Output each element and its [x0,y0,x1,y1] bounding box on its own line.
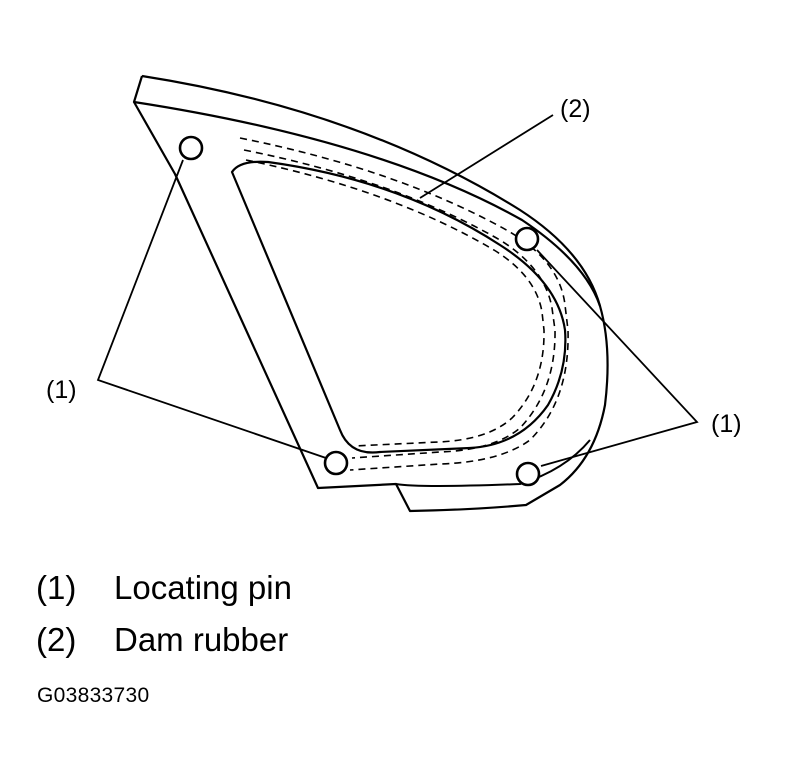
dam-rubber-inner-dash [243,149,556,459]
callout-locating-pin-right: (1) [711,410,742,438]
legend-key: (1) [36,569,77,606]
leader-line-pin-left [96,159,327,459]
legend-label: Dam rubber [114,621,289,658]
locating-pin-top-left [178,135,204,161]
leader-line-pin-right [536,249,699,467]
callout-locating-pin-left: (1) [46,376,77,404]
panel-opening [230,160,567,454]
legend-item-locating-pin: (1) Locating pin [36,562,292,614]
panel-lower-step [395,439,591,487]
dam-rubber-middle-dash [245,159,545,447]
legend-key: (2) [36,621,77,658]
locating-pin-right-upper [514,226,540,252]
legend-label: Locating pin [114,569,292,606]
leader-line-dam-rubber [419,114,554,199]
locating-pin-bottom-left [323,450,349,476]
callout-dam-rubber: (2) [560,95,591,123]
dam-rubber-outer-dash [239,137,569,471]
panel-top-edge [141,74,602,307]
legend: (1) Locating pin (2) Dam rubber [36,562,292,666]
legend-item-dam-rubber: (2) Dam rubber [36,614,292,666]
figure-id: G03833730 [37,684,150,707]
locating-pin-bottom-right [515,461,541,487]
